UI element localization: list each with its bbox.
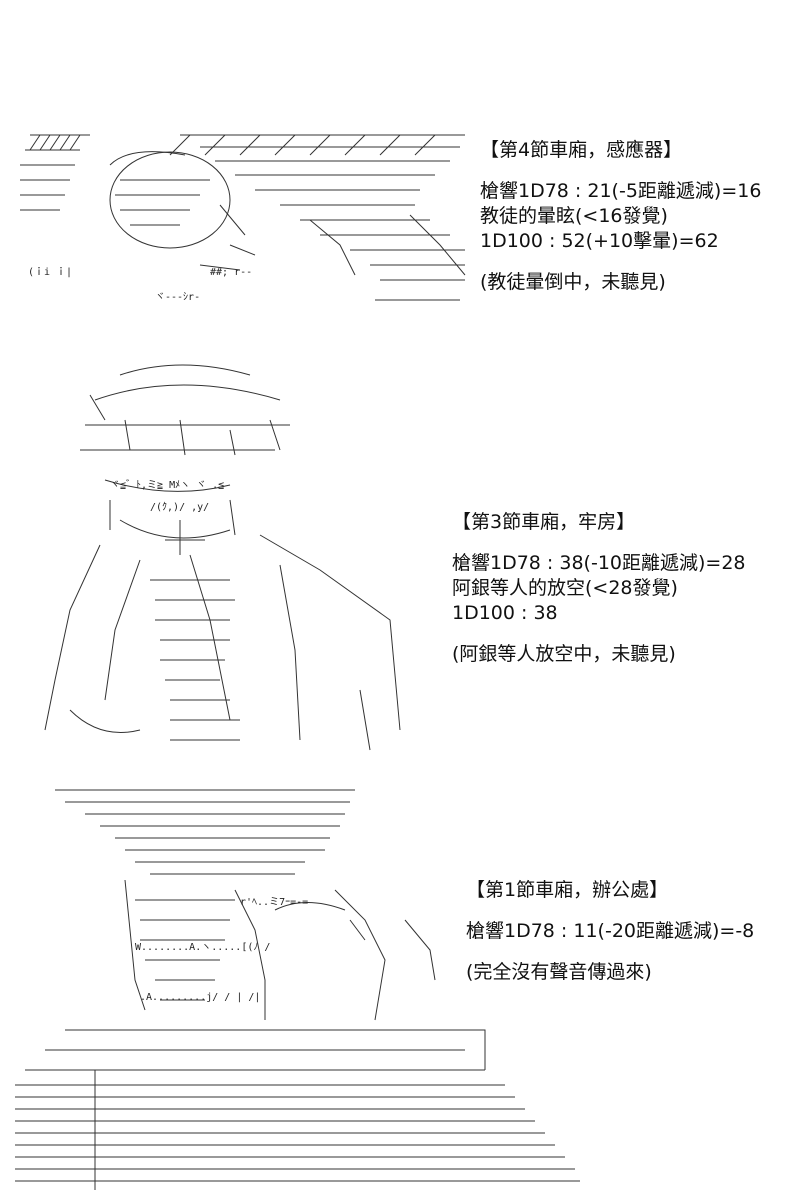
- svg-text:(ｉi ｉ|: (ｉi ｉ|: [28, 266, 72, 278]
- svg-text:.A.........j/ / | /|: .A.........j/ / | /|: [140, 992, 260, 1003]
- roll-line: 槍響1D78 : 21(-5距離遞減)=16: [480, 180, 762, 202]
- panel-heading: 【第1節車廂，辦公處】: [466, 879, 669, 901]
- panel-heading: 【第4節車廂，感應器】: [480, 139, 683, 161]
- roll-line: 槍響1D78 : 38(-10距離遞減)=28: [452, 552, 746, 574]
- ascii-art-office-scene: r'ﾍ..ミ7ｰ=-= W........A.ヽ.....[(ﾉ / .A...…: [15, 789, 580, 1190]
- panel-car-4-text: 【第4節車廂，感應器】 槍響1D78 : 21(-5距離遞減)=16 教徒的暈眩…: [480, 138, 761, 295]
- result-note: (阿銀等人放空中，未聽見): [452, 643, 676, 665]
- roll-line: 1D100 : 52(+10擊暈)=62: [480, 230, 719, 252]
- panel-car-1: r'ﾍ..ミ7ｰ=-= W........A.ヽ.....[(ﾉ / .A...…: [0, 770, 800, 1200]
- ascii-art-spaced-out-character: ヾ≦゛ﾄ,ミ≧ Mﾒヽ ヾ .≦ /(ｸ,)/ ,y/: [44, 364, 401, 751]
- result-note: (完全沒有聲音傳過來): [466, 961, 652, 983]
- panel-car-4: (ｉi ｉ| ##; r‐‐ ヾ‐‐‐ｼr‐ 【第4節車廂，感應器】 槍響1D7…: [0, 0, 800, 340]
- roll-line: 1D100 : 38: [452, 602, 558, 624]
- svg-text:W........A.ヽ.....[(ﾉ /: W........A.ヽ.....[(ﾉ /: [135, 942, 270, 953]
- roll-line: 槍響1D78 : 11(-20距離遞減)=-8: [466, 920, 755, 942]
- panel-car-3: ヾ≦゛ﾄ,ミ≧ Mﾒヽ ヾ .≦ /(ｸ,)/ ,y/ 【第3節車廂，牢房】 槍…: [0, 340, 800, 760]
- ascii-art-fallen-cultist: (ｉi ｉ| ##; r‐‐ ヾ‐‐‐ｼr‐: [20, 134, 466, 303]
- result-note: (教徒暈倒中，未聽見): [480, 271, 666, 293]
- svg-text:/(ｸ,)/ ,y/: /(ｸ,)/ ,y/: [150, 501, 209, 513]
- panel-car-3-text: 【第3節車廂，牢房】 槍響1D78 : 38(-10距離遞減)=28 阿銀等人的…: [452, 510, 746, 667]
- roll-line: 阿銀等人的放空(<28發覺): [452, 577, 678, 599]
- panel-heading: 【第3節車廂，牢房】: [452, 511, 636, 533]
- svg-text:ヾ‐‐‐ｼr‐: ヾ‐‐‐ｼr‐: [155, 292, 200, 303]
- roll-line: 教徒的暈眩(<16發覺): [480, 205, 668, 227]
- panel-car-1-text: 【第1節車廂，辦公處】 槍響1D78 : 11(-20距離遞減)=-8 (完全沒…: [466, 878, 754, 985]
- svg-text:r'ﾍ..ミ7ｰ=-=: r'ﾍ..ミ7ｰ=-=: [240, 897, 308, 908]
- svg-text:##; r‐‐: ##; r‐‐: [210, 267, 252, 278]
- svg-text:ヾ≦゛ﾄ,ミ≧ Mﾒヽ ヾ .≦: ヾ≦゛ﾄ,ミ≧ Mﾒヽ ヾ .≦: [110, 479, 224, 491]
